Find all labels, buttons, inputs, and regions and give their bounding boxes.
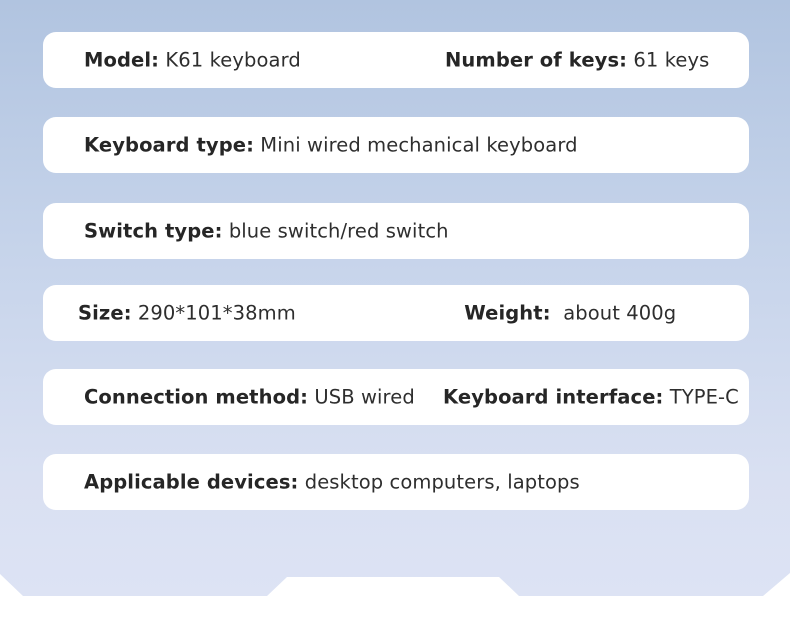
spec-card-keyboard-type: Keyboard type: Mini wired mechanical key… bbox=[43, 117, 749, 173]
spec-number-of-keys: Number of keys: 61 keys bbox=[445, 49, 709, 72]
spec-card-switch-type: Switch type: blue switch/red switch bbox=[43, 203, 749, 259]
spec-connection-method: Connection method: USB wired bbox=[84, 386, 415, 409]
spec-label: Keyboard interface: bbox=[443, 385, 664, 409]
spec-card-applicable-devices: Applicable devices: desktop computers, l… bbox=[43, 454, 749, 510]
spec-weight: Weight: about 400g bbox=[439, 279, 676, 348]
spec-label: Keyboard type: bbox=[84, 133, 254, 157]
spec-switch-type: Switch type: blue switch/red switch bbox=[84, 220, 449, 243]
spec-keyboard-interface: Keyboard interface: TYPE-C bbox=[443, 386, 739, 409]
spec-applicable-devices: Applicable devices: desktop computers, l… bbox=[84, 471, 580, 494]
spec-label: Number of keys: bbox=[445, 48, 628, 72]
spec-value: 290*101*38mm bbox=[131, 301, 296, 325]
spec-label: Connection method: bbox=[84, 385, 309, 409]
spec-value: about 400g bbox=[550, 301, 677, 325]
spec-label: Weight: bbox=[464, 301, 551, 325]
spec-model: Model: K61 keyboard bbox=[84, 49, 301, 72]
spec-label: Applicable devices: bbox=[84, 470, 299, 494]
spec-value: Mini wired mechanical keyboard bbox=[254, 133, 578, 157]
spec-value: desktop computers, laptops bbox=[298, 470, 580, 494]
spec-value: TYPE-C bbox=[663, 385, 739, 409]
spec-value: blue switch/red switch bbox=[222, 219, 449, 243]
spec-card-size-weight: Size: 290*101*38mm Weight: about 400g bbox=[43, 285, 749, 341]
spec-size: Size: 290*101*38mm bbox=[78, 302, 296, 325]
spec-label: Switch type: bbox=[84, 219, 223, 243]
spec-keyboard-type: Keyboard type: Mini wired mechanical key… bbox=[84, 134, 578, 157]
spec-card-model: Model: K61 keyboard Number of keys: 61 k… bbox=[43, 32, 749, 88]
spec-value: K61 keyboard bbox=[159, 48, 301, 72]
spec-value: 61 keys bbox=[627, 48, 710, 72]
spec-label: Size: bbox=[78, 301, 132, 325]
spec-value: USB wired bbox=[308, 385, 415, 409]
spec-label: Model: bbox=[84, 48, 160, 72]
spec-card-connection: Connection method: USB wired Keyboard in… bbox=[43, 369, 749, 425]
